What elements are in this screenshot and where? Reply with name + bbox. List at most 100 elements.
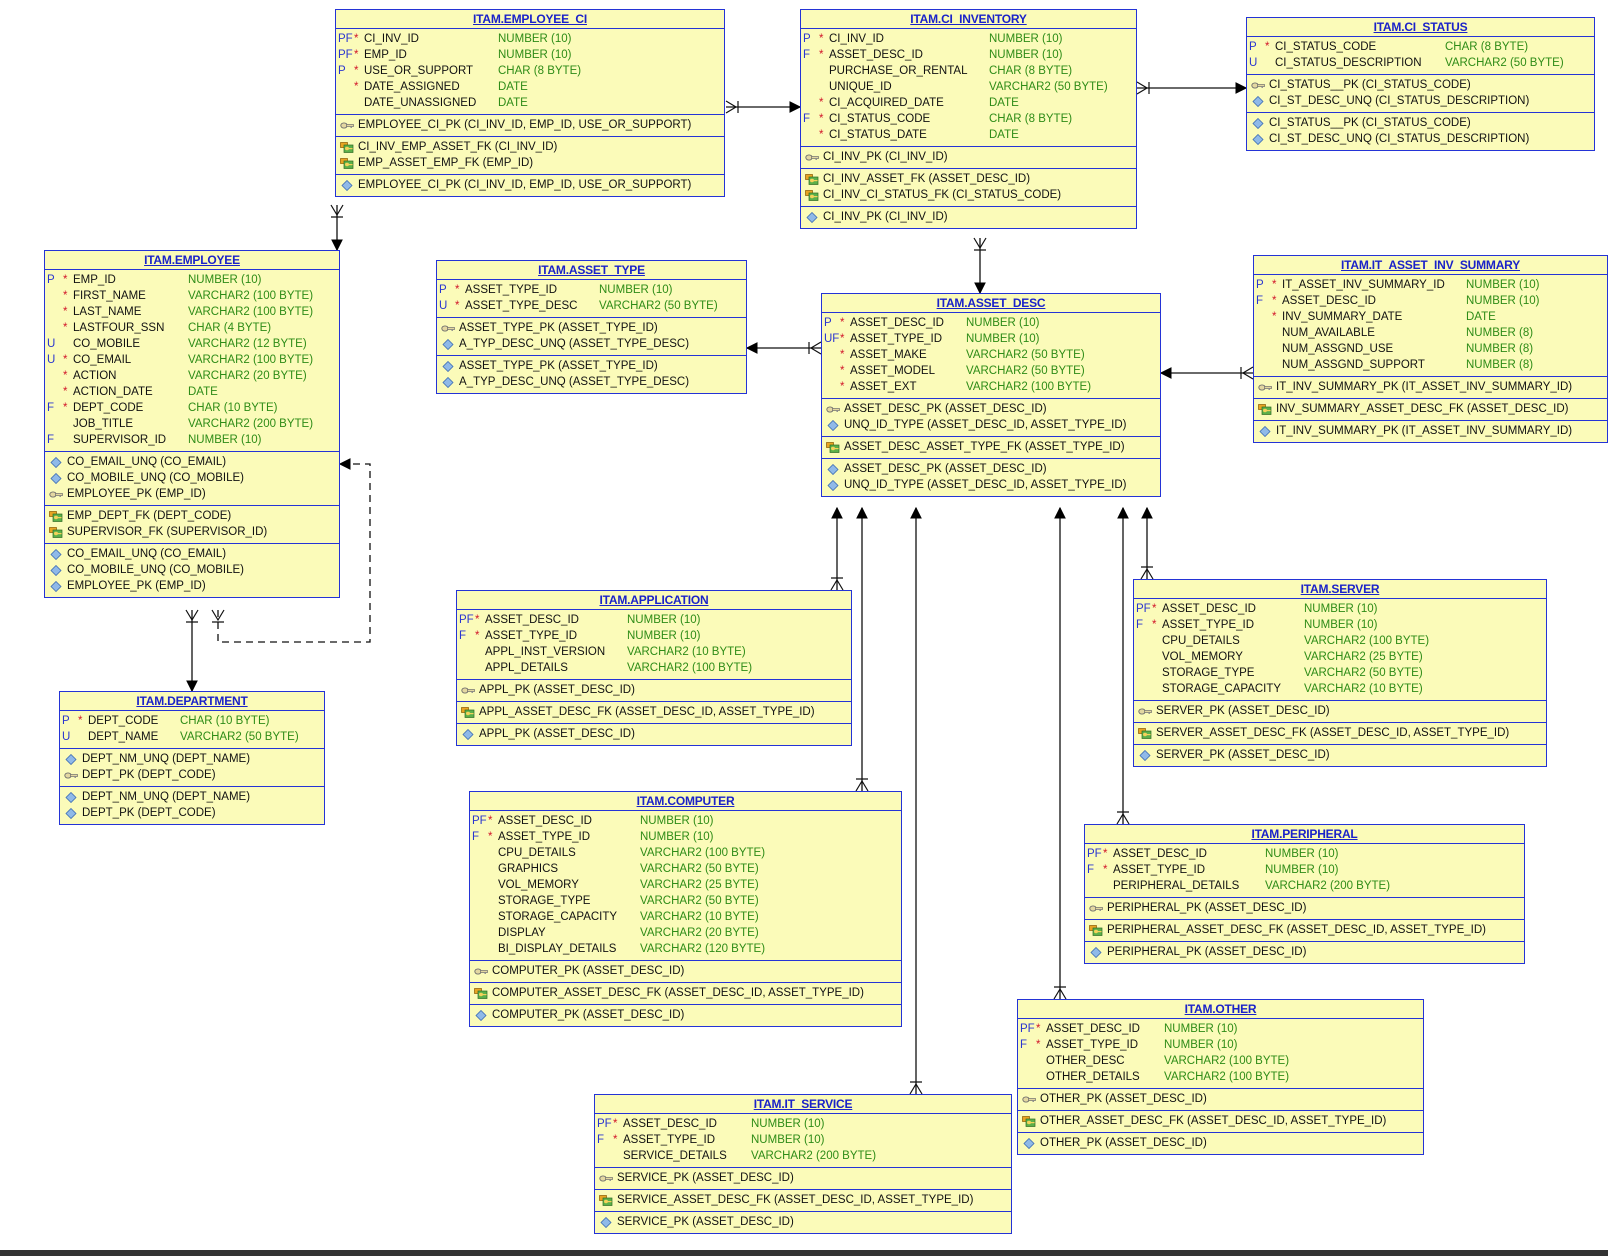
constraint-text: COMPUTER_PK (ASSET_DESC_ID) <box>492 1009 685 1021</box>
column-type: NUMBER (10) <box>599 284 673 296</box>
index-diamond-icon <box>442 377 454 388</box>
indexes: SERVER_PK (ASSET_DESC_ID) <box>1134 744 1546 766</box>
foreign-key-icon <box>599 1195 613 1206</box>
key-row: CI_ST_DESC_UNQ (CI_STATUS_DESCRIPTION) <box>1247 93 1594 109</box>
mandatory-marker: * <box>63 290 68 302</box>
column-name: CI_STATUS_CODE <box>1275 41 1377 53</box>
column-type: VARCHAR2 (100 BYTE) <box>1164 1055 1290 1067</box>
constraint-text: CO_EMAIL_UNQ (CO_EMAIL) <box>67 456 227 468</box>
column-name: LAST_NAME <box>73 306 142 318</box>
constraint-text: PERIPHERAL_ASSET_DESC_FK (ASSET_DESC_ID,… <box>1107 924 1486 936</box>
mandatory-marker: * <box>613 1134 618 1146</box>
key-flag: F <box>597 1134 605 1146</box>
primary-key-icon <box>1258 384 1272 391</box>
primary-key-icon <box>1138 708 1152 715</box>
column-name: DEPT_CODE <box>73 402 144 414</box>
index-row: APPL_PK (ASSET_DESC_ID) <box>457 726 851 742</box>
column-type: CHAR (10 BYTE) <box>188 402 278 414</box>
column-name: NUM_ASSGND_SUPPORT <box>1282 359 1425 371</box>
key-flag: PF <box>1020 1023 1035 1035</box>
indexes: IT_INV_SUMMARY_PK (IT_ASSET_INV_SUMMARY_… <box>1254 420 1607 442</box>
column-type: NUMBER (10) <box>751 1118 825 1130</box>
column-type: VARCHAR2 (50 BYTE) <box>966 365 1085 377</box>
mandatory-marker: * <box>1103 848 1108 860</box>
key-row: ASSET_DESC_PK (ASSET_DESC_ID) <box>822 401 1160 417</box>
column-name: PURCHASE_OR_RENTAL <box>829 65 968 77</box>
column-name: ASSET_TYPE_ID <box>1113 864 1206 876</box>
foreign-key-icon <box>49 511 63 522</box>
crows-foot-application <box>830 577 844 591</box>
entity-title: ITAM.DEPARTMENT <box>60 692 324 711</box>
constraint-text: CO_MOBILE_UNQ (CO_MOBILE) <box>67 472 245 484</box>
column-type: NUMBER (10) <box>498 33 572 45</box>
foreign-key-row: APPL_ASSET_DESC_FK (ASSET_DESC_ID, ASSET… <box>457 704 851 720</box>
constraint-text: APPL_ASSET_DESC_FK (ASSET_DESC_ID, ASSET… <box>479 706 815 718</box>
key-row: PERIPHERAL_PK (ASSET_DESC_ID) <box>1085 900 1524 916</box>
index-diamond-icon <box>1252 96 1264 107</box>
indexes: ASSET_TYPE_PK (ASSET_TYPE_ID)A_TYP_DESC_… <box>437 355 746 393</box>
foreign-key-row: SUPERVISOR_FK (SUPERVISOR_ID) <box>45 524 339 540</box>
mandatory-marker: * <box>840 333 845 345</box>
key-flag: U <box>439 300 448 312</box>
column-name: NUM_ASSGND_USE <box>1282 343 1394 355</box>
column-type: NUMBER (10) <box>1164 1039 1238 1051</box>
column-name: ACTION <box>73 370 117 382</box>
primary-key-icon <box>826 406 840 413</box>
constraint-text: CO_MOBILE_UNQ (CO_MOBILE) <box>67 564 245 576</box>
column-type: VARCHAR2 (200 BYTE) <box>1265 880 1391 892</box>
column-name: ASSET_EXT <box>850 381 917 393</box>
constraint-text: SERVER_PK (ASSET_DESC_ID) <box>1156 705 1330 717</box>
key-constraints: ASSET_DESC_PK (ASSET_DESC_ID)UNQ_ID_TYPE… <box>822 398 1160 436</box>
column-name: CI_ACQUIRED_DATE <box>829 97 944 109</box>
index-row: A_TYP_DESC_UNQ (ASSET_TYPE_DESC) <box>437 374 746 390</box>
key-flag: P <box>1249 41 1257 53</box>
column-type: VARCHAR2 (100 BYTE) <box>188 306 314 318</box>
key-constraints: ASSET_TYPE_PK (ASSET_TYPE_ID)A_TYP_DESC_… <box>437 317 746 355</box>
key-flag: P <box>47 274 55 286</box>
index-diamond-icon <box>1259 426 1271 437</box>
index-row: CI_INV_PK (CI_INV_ID) <box>801 209 1136 225</box>
key-constraints: SERVICE_PK (ASSET_DESC_ID) <box>595 1167 1011 1189</box>
key-flag: F <box>803 49 811 61</box>
entity-title: ITAM.APPLICATION <box>457 591 851 610</box>
crows-foot-other <box>1053 986 1067 1000</box>
key-flag: P <box>338 65 346 77</box>
constraint-text: PERIPHERAL_PK (ASSET_DESC_ID) <box>1107 946 1307 958</box>
key-constraints: CI_STATUS__PK (CI_STATUS_CODE)CI_ST_DESC… <box>1247 74 1594 112</box>
entity-title: ITAM.EMPLOYEE <box>45 251 339 270</box>
column-name: SERVICE_DETAILS <box>623 1150 727 1162</box>
key-constraints: COMPUTER_PK (ASSET_DESC_ID) <box>470 960 901 982</box>
column-name: GRAPHICS <box>498 863 559 875</box>
